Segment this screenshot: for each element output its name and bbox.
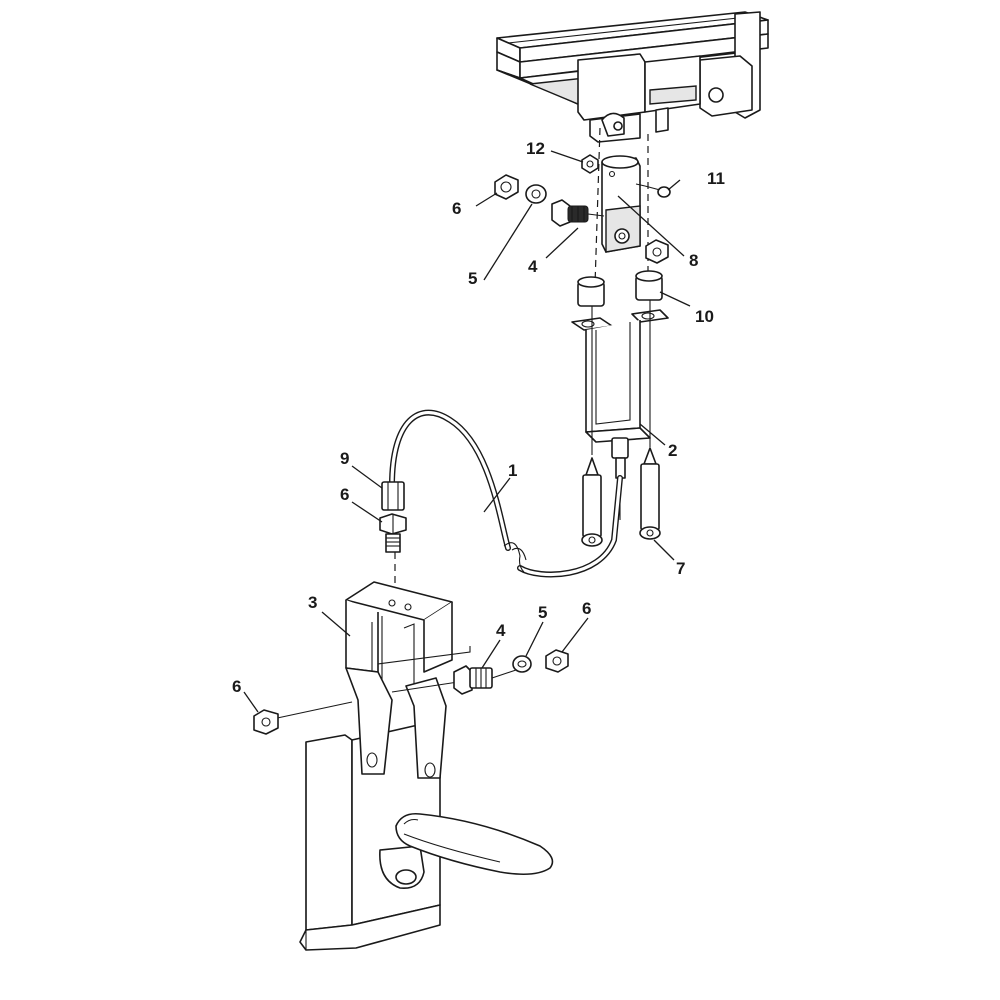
callout-6-top: 6 xyxy=(452,199,461,218)
spacers-part-10 xyxy=(577,270,663,307)
leader-lines xyxy=(243,150,691,713)
callout-8: 8 xyxy=(689,251,698,270)
operating-handle xyxy=(379,812,554,889)
callout-4-bottom: 4 xyxy=(496,621,506,640)
callout-12: 12 xyxy=(526,139,545,158)
callout-10: 10 xyxy=(695,307,714,326)
bracket-part-2 xyxy=(571,309,669,520)
nut-part-12 xyxy=(581,154,599,174)
lower-hardware-stack xyxy=(253,649,569,735)
screw-part-11 xyxy=(635,183,671,198)
mounting-rail xyxy=(496,11,769,143)
nut-part-6-lower-right xyxy=(545,649,569,673)
callout-6-bottom-right: 6 xyxy=(582,599,591,618)
callout-6-mid: 6 xyxy=(340,485,349,504)
nut-part-6-upper xyxy=(494,174,519,200)
callout-5-bottom: 5 xyxy=(538,603,547,622)
washer-part-5-upper xyxy=(525,184,547,204)
callout-6-bottom-left: 6 xyxy=(232,677,241,696)
callout-2: 2 xyxy=(668,441,677,460)
callout-5-top: 5 xyxy=(468,269,477,288)
bracket-part-3 xyxy=(345,581,471,779)
callout-labels: 12 6 5 4 11 8 10 2 1 9 6 7 3 4 5 6 6 xyxy=(232,139,725,696)
assembly-axis-left xyxy=(594,127,601,286)
callout-1: 1 xyxy=(508,461,517,480)
clamp-block-part-8 xyxy=(601,155,641,253)
callout-7: 7 xyxy=(676,559,685,578)
cable-part-1 xyxy=(389,409,623,578)
callout-4-top: 4 xyxy=(528,257,538,276)
callout-3: 3 xyxy=(308,593,317,612)
callout-11: 11 xyxy=(707,169,725,188)
nut-part-6-left xyxy=(253,709,279,735)
washer-part-5-lower xyxy=(512,655,532,673)
callout-9: 9 xyxy=(340,449,349,468)
bolts-part-7 xyxy=(581,300,661,547)
fitting-part-9 xyxy=(379,481,407,553)
upper-hardware-stack xyxy=(494,174,669,264)
